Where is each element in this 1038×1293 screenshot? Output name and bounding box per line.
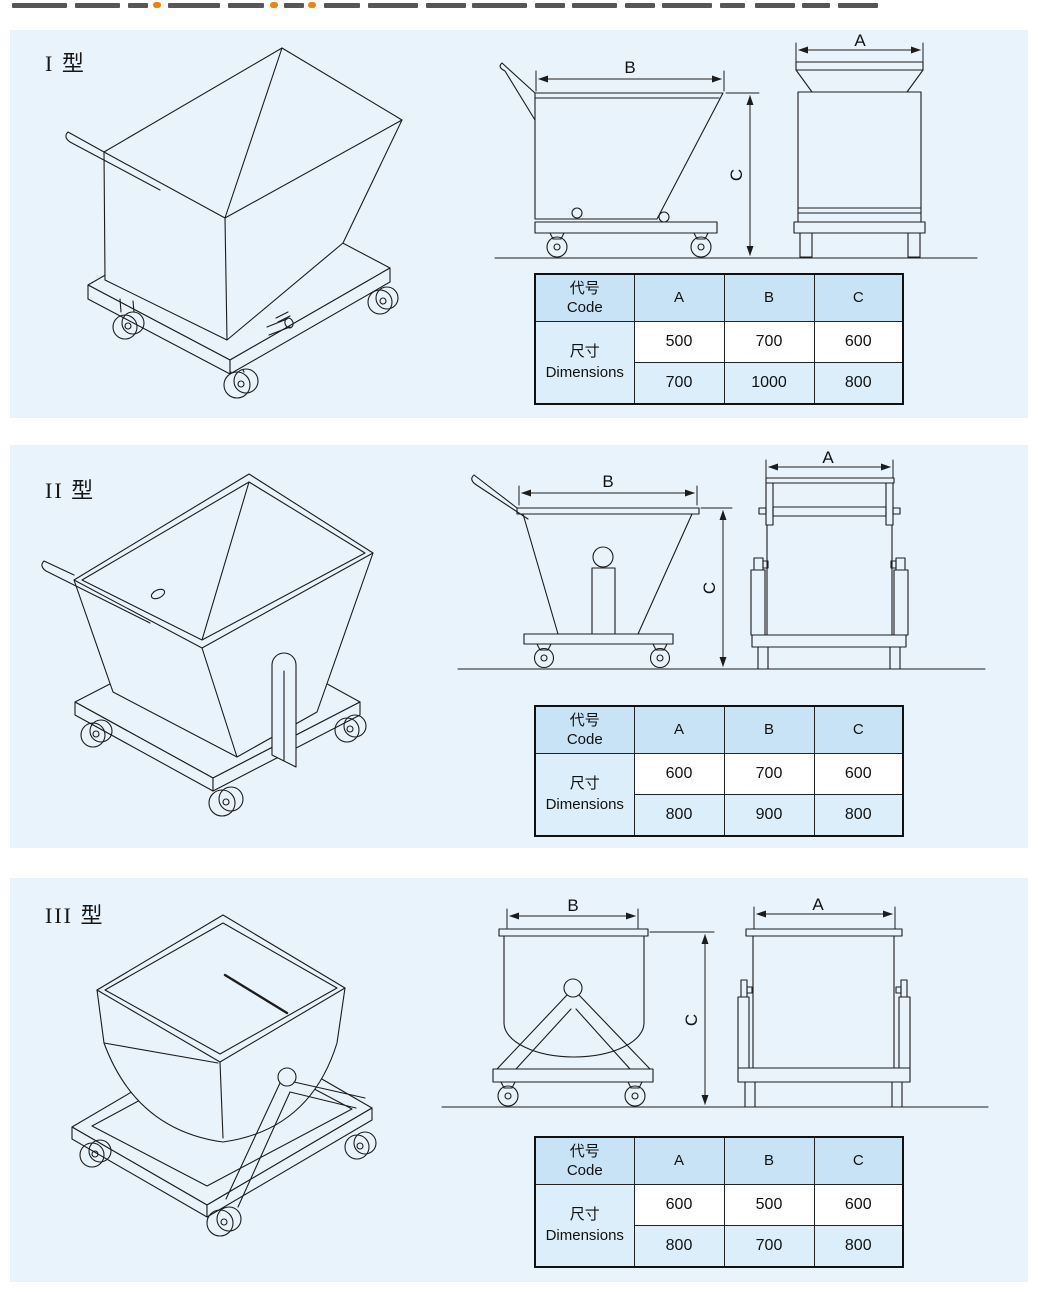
accent-fragment [308,2,316,8]
type-label-iii: III 型 [45,903,105,928]
col-header-code: 代号 Code [534,273,635,322]
table-cell: 500 [723,1184,815,1226]
table-cell: 700 [723,1225,815,1268]
text-fragment [12,3,67,8]
type-label-i: I 型 [45,51,86,76]
table-cell: 1000 [723,362,815,405]
dim-label-b: B [567,896,578,915]
table-cell: 600 [633,753,725,795]
table-cell: 800 [813,794,904,837]
table-cell: 900 [723,794,815,837]
panel-type-iii: III 型 [10,878,1028,1282]
handle [65,131,161,191]
isometric-drawing-type-i [65,47,403,399]
table-cell: 700 [723,321,815,363]
dim-label-a: A [812,895,824,914]
accent-fragment [153,2,161,8]
dim-label-b: B [624,58,635,77]
caster-wheel [208,786,244,817]
orthographic-views-type-iii: B C A [441,895,989,1108]
text-fragment [324,3,360,8]
accent-fragment [270,2,278,8]
text-fragment [625,3,655,8]
panel-type-ii: II 型 [10,445,1028,848]
text-fragment [368,3,418,8]
col-header-b: B [723,705,815,754]
caster-wheel [367,286,399,315]
text-fragment [572,3,617,8]
row-label-dimensions: 尺寸 Dimensions [534,321,635,405]
panel-type-i: I 型 [10,30,1028,418]
isometric-drawing-type-iii [71,914,377,1237]
text-fragment [284,3,304,8]
col-header-c: C [813,705,904,754]
text-fragment [128,3,148,8]
dim-label-c: C [682,1014,701,1026]
row-label-dimensions: 尺寸 Dimensions [534,1184,635,1268]
col-header-c: C [813,273,904,322]
caster-wheel [223,368,259,399]
col-header-b: B [723,1136,815,1185]
text-fragment [755,3,795,8]
a-frame-support [225,1067,366,1208]
dim-label-c: C [727,169,746,181]
col-header-code: 代号 Code [534,705,635,754]
handle [471,474,529,520]
table-cell: 600 [813,1184,904,1226]
col-header-a: A [633,705,725,754]
dim-label-a: A [854,31,866,50]
caster-wheel [112,298,145,340]
table-cell: 800 [633,1225,725,1268]
text-fragment [426,3,466,8]
caster-wheel [206,1206,242,1237]
caster-wheel [344,1131,377,1160]
text-fragment [662,3,712,8]
text-fragment [802,3,830,8]
caster-wheel [79,1139,112,1168]
orthographic-views-type-ii: B C A [457,448,986,670]
dim-label-b: B [602,472,613,491]
col-header-b: B [723,273,815,322]
caster-wheel [80,719,113,748]
dim-label-c: C [700,582,719,594]
text-fragment [720,3,745,8]
text-fragment [535,3,565,8]
dimension-table-type-i: 代号 Code A B C 尺寸 Dimensions 500 700 600 … [534,273,904,405]
cropped-header [0,0,1038,9]
latch-lug [271,652,297,768]
table-cell: 800 [633,794,725,837]
table-cell: 700 [723,753,815,795]
dimension-table-type-ii: 代号 Code A B C 尺寸 Dimensions 600 700 600 … [534,705,904,837]
handle [499,62,536,121]
text-fragment [472,3,527,8]
table-cell: 600 [633,1184,725,1226]
table-cell: 600 [813,321,904,363]
dim-label-a: A [822,448,834,467]
col-header-code: 代号 Code [534,1136,635,1185]
caster-wheel [334,714,367,743]
type-label-ii: II 型 [45,478,96,503]
text-fragment [838,3,878,8]
handle [41,560,151,624]
col-header-a: A [633,273,725,322]
isometric-drawing-type-ii [41,473,374,817]
a-frame-support [496,978,651,1070]
tow-bar [266,311,294,336]
text-fragment [168,3,220,8]
table-cell: 700 [633,362,725,405]
col-header-c: C [813,1136,904,1185]
row-label-dimensions: 尺寸 Dimensions [534,753,635,837]
table-cell: 600 [813,753,904,795]
col-header-a: A [633,1136,725,1185]
text-fragment [228,3,264,8]
text-fragment [75,3,120,8]
orthographic-views-type-i: B C A [494,31,978,259]
table-cell: 800 [813,1225,904,1268]
dimension-table-type-iii: 代号 Code A B C 尺寸 Dimensions 600 500 600 … [534,1136,904,1268]
table-cell: 800 [813,362,904,405]
table-cell: 500 [633,321,725,363]
